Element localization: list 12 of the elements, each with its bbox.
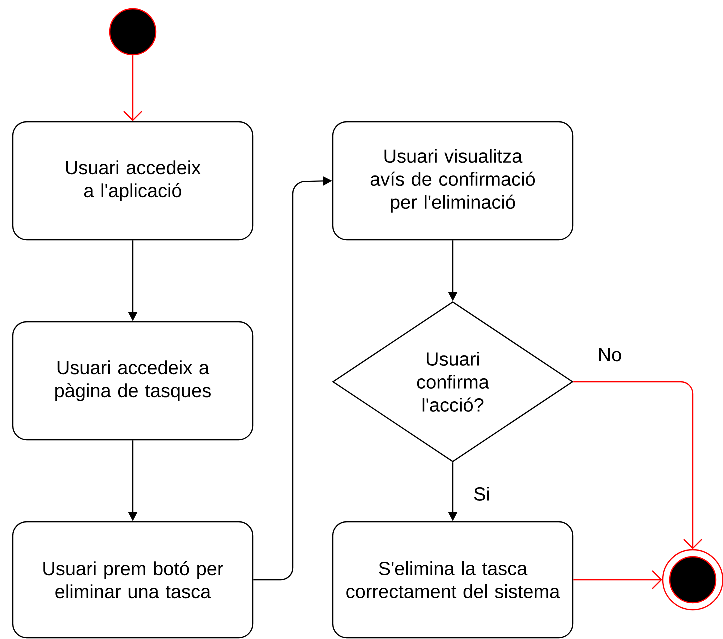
activity-box: Usuari prem botó per eliminar una tasca: [12, 521, 254, 639]
arrow: [574, 381, 702, 550]
arrow: [124, 56, 142, 122]
edge-label: No: [596, 347, 624, 363]
edge-label: Si: [472, 486, 492, 502]
arrow: [574, 570, 662, 590]
end-node: [662, 549, 723, 611]
activity-box: Usuari accedeix a l'aplicació: [12, 121, 254, 241]
start-node: [109, 8, 157, 56]
activity-box: S'elimina la tasca correctament del sistema: [332, 521, 574, 639]
activity-box: Usuari visualitza avís de confirmació per l'eliminació: [332, 121, 574, 241]
activity-box: Usuari accedeix a pàgina de tasques: [12, 321, 254, 441]
